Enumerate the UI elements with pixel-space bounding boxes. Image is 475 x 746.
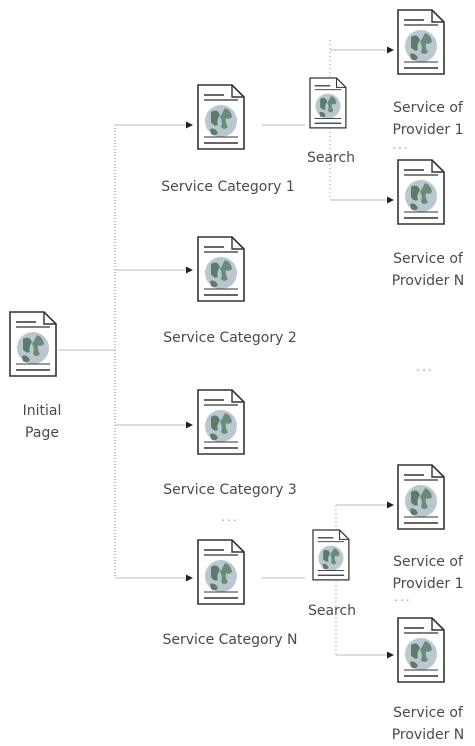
ellipsis-top-providers: ...	[392, 138, 410, 152]
category-1-label: Service Category 1	[161, 179, 295, 195]
provider-1-top-label: Service of Provider 1	[393, 97, 464, 141]
provider-1-top-label-line2: Provider 1	[392, 122, 464, 138]
category-2-label: Service Category 2	[163, 330, 297, 346]
search-n-icon	[312, 529, 350, 581]
category-3-label: Service Category 3	[163, 482, 297, 498]
provider-n-bottom-label-line2: Provider N	[391, 727, 465, 743]
provider-n-bottom-label-line1: Service of	[393, 705, 463, 721]
initial-page-label-line1: Initial	[22, 403, 62, 419]
provider-1-top-icon	[397, 9, 445, 75]
provider-n-bottom-icon	[397, 617, 445, 683]
provider-n-top-label-line2: Provider N	[391, 273, 465, 289]
search-1-label: Search	[306, 150, 356, 166]
search-n-label: Search	[307, 603, 357, 619]
category-2-icon	[197, 236, 245, 302]
category-1-icon	[197, 84, 245, 150]
provider-n-top-label-line1: Service of	[393, 251, 463, 267]
initial-page-label-line2: Page	[25, 425, 59, 441]
provider-1-bottom-label-line1: Service of	[393, 554, 463, 570]
provider-1-bottom-label-line2: Provider 1	[392, 576, 464, 592]
provider-n-top-icon	[397, 159, 445, 225]
ellipsis-categories: ...	[221, 510, 239, 524]
provider-1-bottom-label: Service of Provider 1	[393, 551, 464, 595]
ellipsis-bottom-providers: ...	[394, 590, 412, 604]
provider-n-top-label: Service of Provider N	[392, 248, 465, 292]
category-n-label: Service Category N	[162, 632, 298, 648]
initial-page-icon	[9, 311, 57, 377]
category-n-icon	[197, 539, 245, 605]
provider-n-bottom-label: Service of Provider N	[392, 702, 465, 746]
ellipsis-middle: ...	[416, 360, 434, 374]
initial-page-label: Initial Page	[23, 400, 62, 444]
category-3-icon	[197, 389, 245, 455]
provider-1-bottom-icon	[397, 464, 445, 530]
search-1-icon	[309, 77, 347, 129]
provider-1-top-label-line1: Service of	[393, 100, 463, 116]
